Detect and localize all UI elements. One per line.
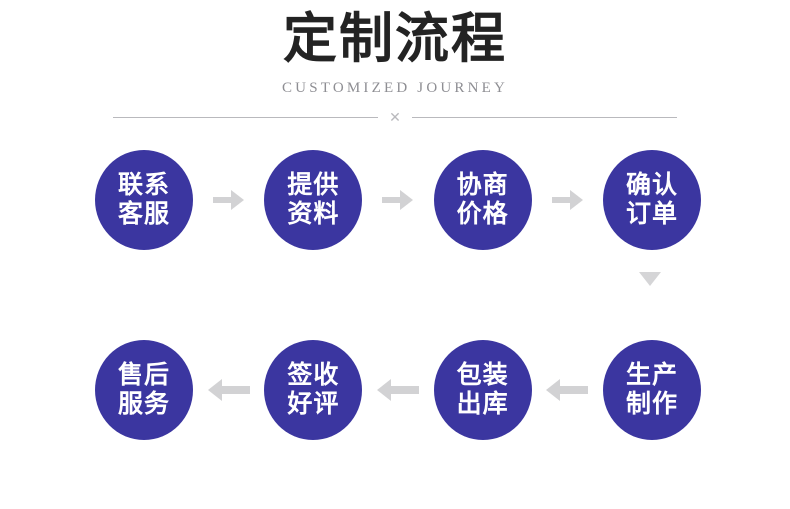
arrow-head xyxy=(569,190,583,210)
flow-row-top: 联系 客服 提供 资料 协商 价格 xyxy=(0,150,790,250)
step-label-line2: 好评 xyxy=(287,390,340,418)
step-node-confirm-order[interactable]: 确认 订单 xyxy=(602,150,701,250)
divider-line-right xyxy=(412,116,677,118)
arrow-head xyxy=(400,190,414,210)
connector-vertical xyxy=(624,262,676,328)
step-label-line2: 出库 xyxy=(456,390,509,418)
arrow-shaft xyxy=(560,386,589,394)
step-label-line1: 联系 xyxy=(117,171,170,199)
step-node-after-sales-service[interactable]: 售后 服务 xyxy=(95,340,193,440)
page-subtitle: CUSTOMIZED JOURNEY xyxy=(281,80,509,96)
page-title: 定制流程 xyxy=(283,9,507,69)
arrow-head xyxy=(231,190,245,210)
step-label-line1: 协商 xyxy=(456,171,509,199)
step-label-line1: 售后 xyxy=(117,361,170,389)
step-label-line1: 确认 xyxy=(625,171,678,199)
arrow-right-icon xyxy=(382,190,414,210)
arrow-right-icon xyxy=(213,190,245,210)
connector-top-2 xyxy=(362,150,433,250)
step-label-line2: 制作 xyxy=(625,390,678,418)
connector-top-3 xyxy=(532,150,603,250)
arrow-down-icon xyxy=(639,272,661,304)
arrow-head xyxy=(546,379,561,401)
divider: ✕ xyxy=(113,108,677,126)
step-label-line2: 订单 xyxy=(625,200,678,228)
step-label-line1: 提供 xyxy=(287,171,340,199)
connector-bottom-3 xyxy=(532,340,603,440)
arrow-left-icon xyxy=(546,379,589,401)
step-label-line2: 客服 xyxy=(117,200,170,228)
flow-row-bottom: 售后 服务 签收 好评 包装 出库 xyxy=(0,340,790,440)
connector-bottom-2 xyxy=(362,340,433,440)
divider-line-left xyxy=(113,116,378,118)
step-node-production[interactable]: 生产 制作 xyxy=(602,340,701,440)
header: 定制流程 CUSTOMIZED JOURNEY xyxy=(0,0,790,98)
divider-cross-icon: ✕ xyxy=(389,109,401,125)
arrow-left-icon xyxy=(207,379,250,401)
step-label-line1: 包装 xyxy=(456,361,509,389)
step-label-line2: 服务 xyxy=(117,390,170,418)
step-label-line1: 签收 xyxy=(287,361,340,389)
arrow-head xyxy=(376,379,391,401)
arrow-shaft xyxy=(213,197,232,203)
arrow-shaft xyxy=(551,197,570,203)
arrow-head xyxy=(207,379,222,401)
step-label-line2: 资料 xyxy=(287,200,340,228)
step-node-provide-materials[interactable]: 提供 资料 xyxy=(264,150,363,250)
connector-bottom-1 xyxy=(193,340,264,440)
connector-top-1 xyxy=(193,150,264,250)
step-node-contact-service[interactable]: 联系 客服 xyxy=(95,150,193,250)
step-label-line1: 生产 xyxy=(625,361,678,389)
arrow-shaft xyxy=(221,386,250,394)
step-node-negotiate-price[interactable]: 协商 价格 xyxy=(433,150,532,250)
step-node-packaging-shipping[interactable]: 包装 出库 xyxy=(433,340,532,440)
arrow-right-icon xyxy=(551,190,583,210)
arrow-left-icon xyxy=(376,379,419,401)
step-label-line2: 价格 xyxy=(456,200,509,228)
arrow-shaft xyxy=(382,197,401,203)
arrow-head xyxy=(639,272,661,303)
arrow-shaft xyxy=(390,386,419,394)
step-node-sign-and-review[interactable]: 签收 好评 xyxy=(264,340,363,440)
